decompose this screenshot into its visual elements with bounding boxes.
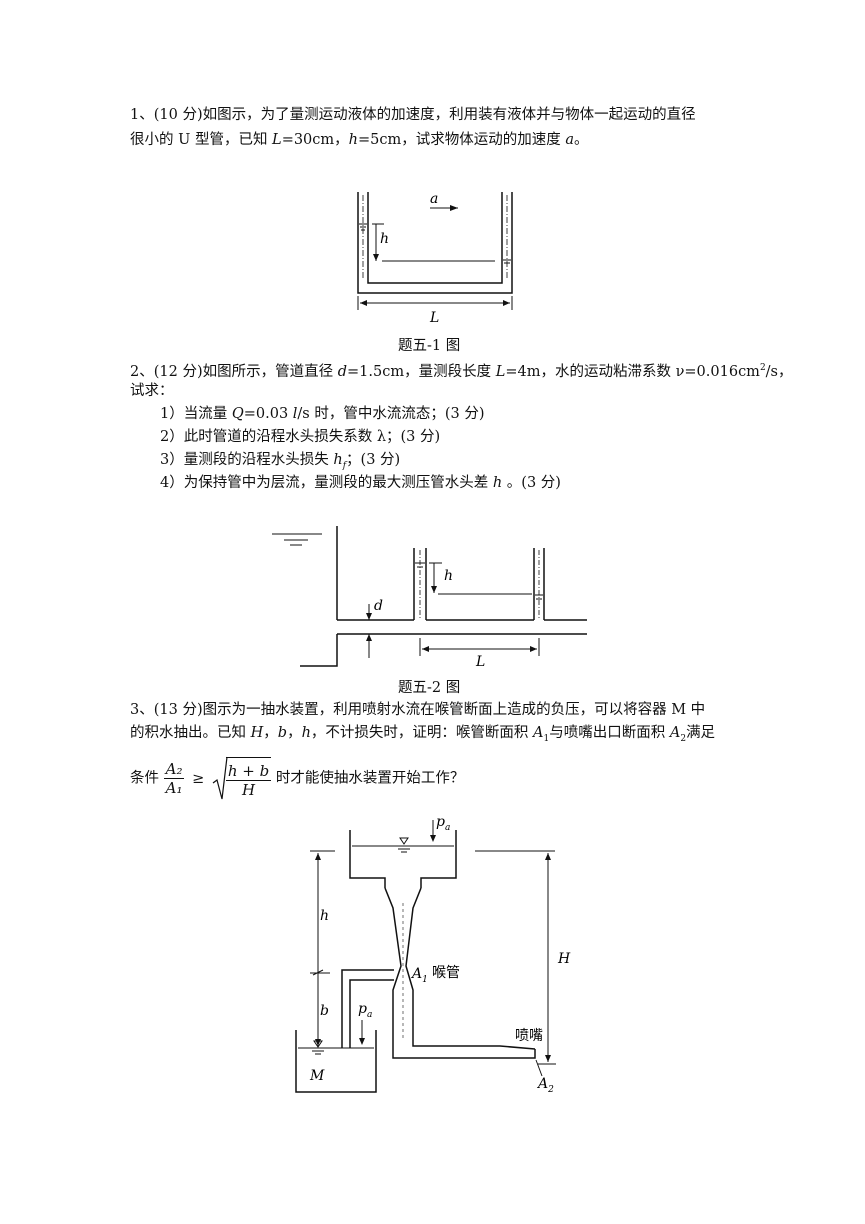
fig3-label-H: H: [557, 951, 571, 967]
fig3-label-M: M: [309, 1068, 325, 1084]
fig3-label-h: h: [320, 908, 329, 924]
q2-item1: 1）当流量 Q=0.03 l/s 时，管中水流流态；(3 分): [160, 406, 485, 422]
q2-caption: 题五-2 图: [398, 680, 461, 696]
fig3-label-nozzle: 喷嘴: [515, 1028, 543, 1044]
q1-line1: 1、(10 分)如图示，为了量测运动液体的加速度，利用装有液体并与物体一起运动的…: [130, 107, 696, 123]
fig3-label-A2: A2: [536, 1076, 554, 1095]
fig2-label-L: L: [475, 654, 485, 670]
q2-item2: 2）此时管道的沿程水头损失系数 λ；(3 分): [160, 429, 441, 445]
fig3-label-b: b: [320, 1003, 329, 1019]
fig1-label-L: L: [429, 310, 439, 325]
q2-item4: 4）为保持管中为层流，量测段的最大测压管水头差 h 。(3 分): [160, 475, 561, 491]
q3-line1: 3、(13 分)图示为一抽水装置，利用喷射水流在喉管断面上造成的负压，可以将容器…: [130, 702, 706, 718]
fig3-label-pa-low: pa: [358, 1001, 372, 1020]
q2-line1: 2、(12 分)如图所示，管道直径 d=1.5cm，量测段长度 L=4m，水的运…: [130, 363, 793, 380]
q3-line2: 的积水抽出。已知 H，b，h，不计损失时，证明：喉管断面积 A1与喷嘴出口断面积…: [130, 725, 716, 744]
q1-line2: 很小的 U 型管，已知 L=30cm，h=5cm，试求物体运动的加速度 a。: [130, 132, 589, 148]
q1-caption: 题五-1 图: [398, 338, 461, 354]
q2-line2: 试求：: [130, 383, 174, 399]
fig3-label-pa-top: pa: [436, 814, 450, 833]
fig1-label-h: h: [380, 231, 389, 247]
fig1-label-a: a: [430, 191, 438, 207]
fig3-label-throat: 喉管: [432, 965, 460, 981]
fig3-label-A1: A1: [410, 966, 428, 985]
pump-figure: pa h b H pa M A1 喉管 喷嘴 A2: [295, 814, 571, 1095]
fig2-label-d: d: [374, 598, 383, 614]
q2-item3: 3）量测段的沿程水头损失 hf；(3 分): [160, 452, 401, 471]
pipe-figure: d h L: [272, 526, 587, 670]
fig2-label-h: h: [444, 568, 453, 584]
u-tube-figure: a h L: [357, 191, 513, 325]
